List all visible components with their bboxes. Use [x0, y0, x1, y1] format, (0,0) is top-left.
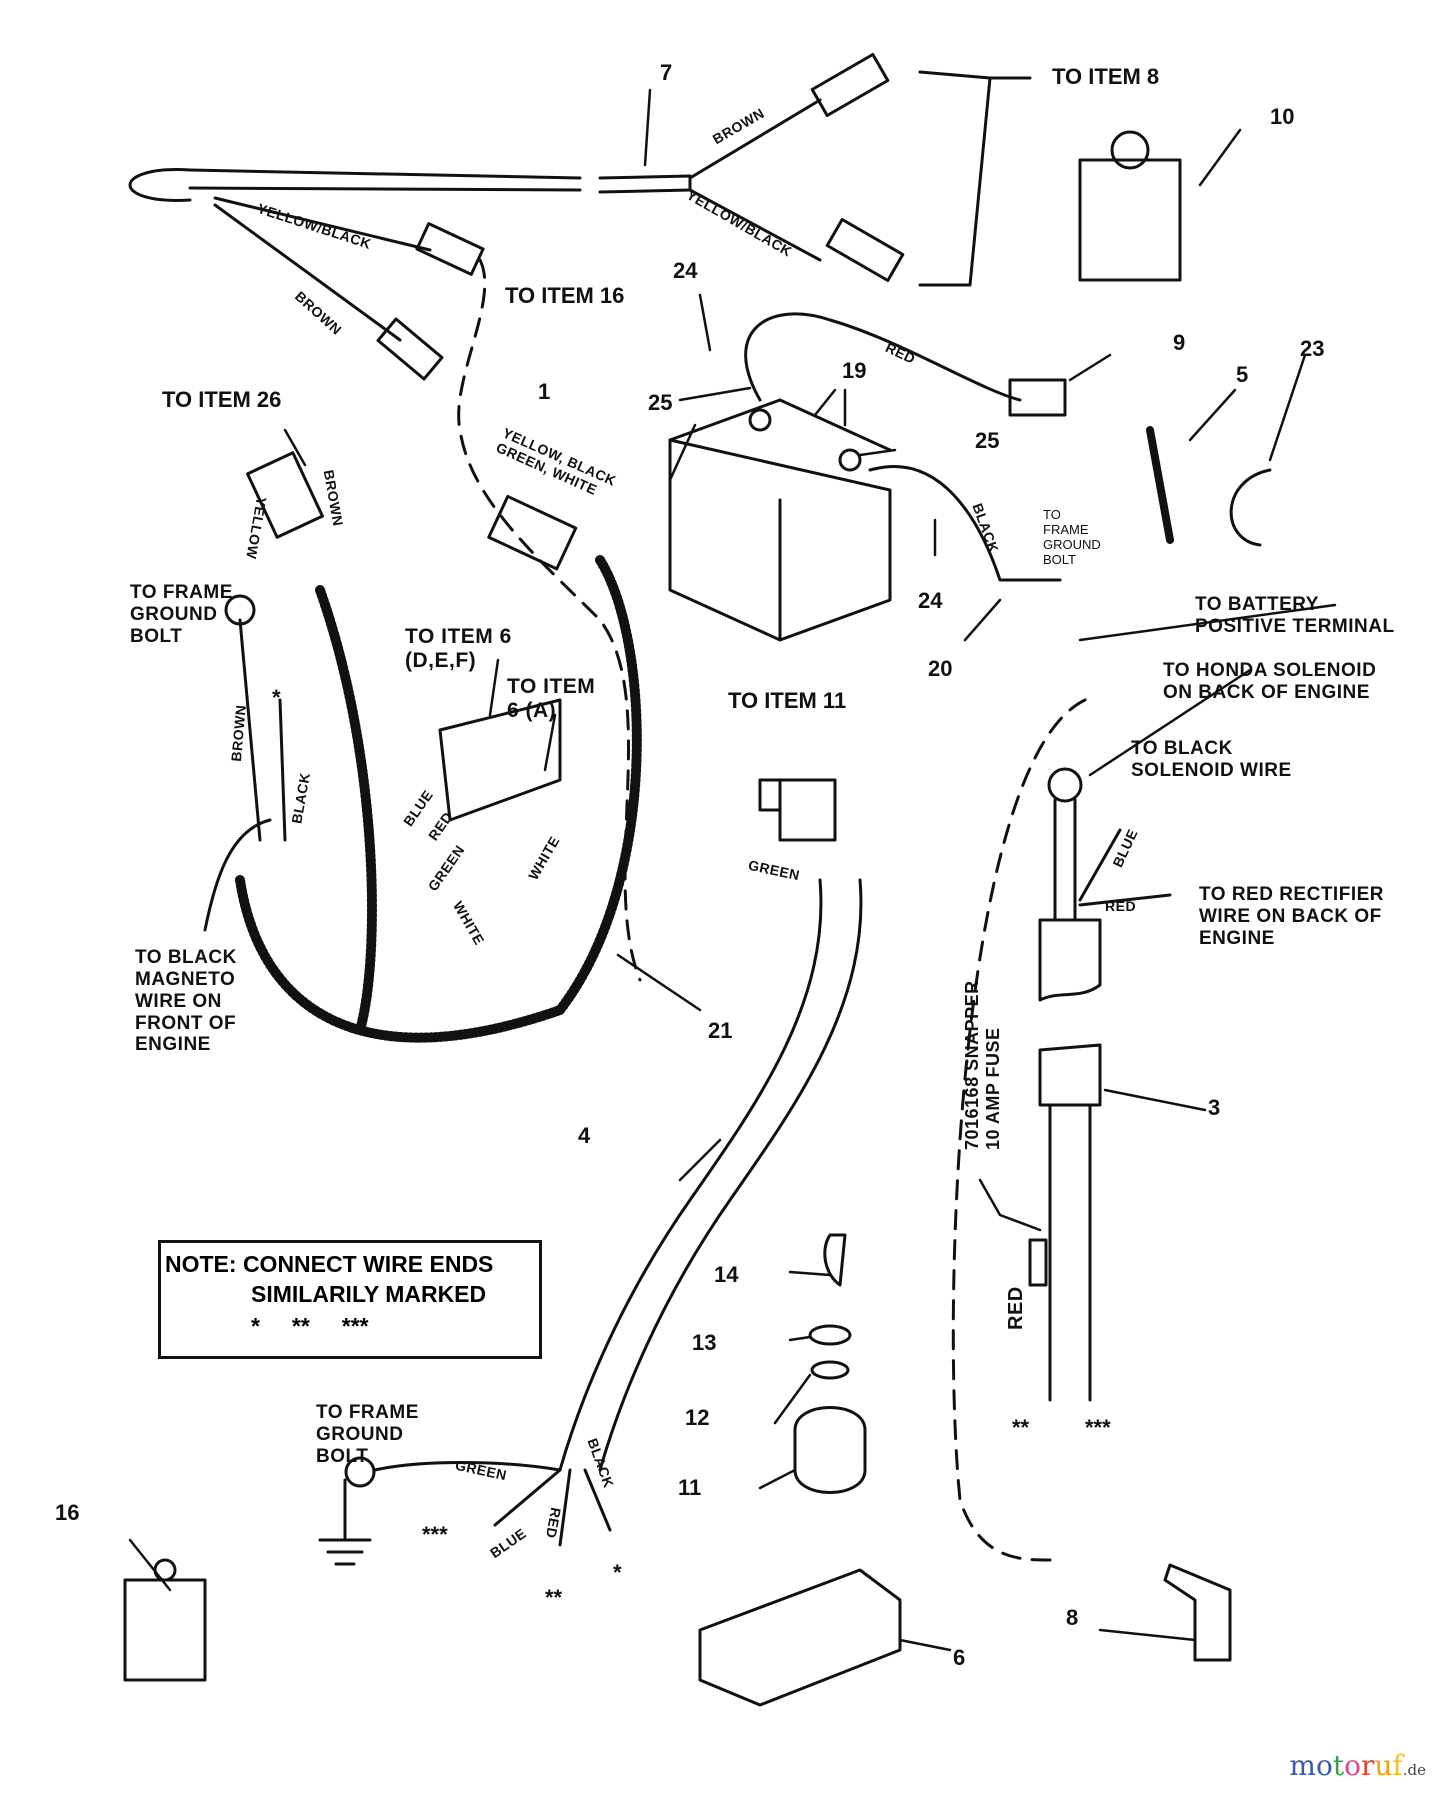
part-number-25-left: 25	[648, 390, 673, 415]
item-10-switch	[1078, 130, 1182, 282]
callout-to-battery-positive: TO BATTERY POSITIVE TERMINAL	[1195, 594, 1395, 637]
part-number-25-right: 25	[975, 428, 1000, 453]
note-line-3: * ** ***	[251, 1313, 369, 1339]
ignition-switch-stack	[793, 1233, 867, 1494]
callout-to-item-6-def: TO ITEM 6 (D,E,F)	[405, 625, 512, 673]
callout-to-frame-ground-bolt-bottom: TO FRAME GROUND BOLT	[316, 1402, 419, 1467]
part-number-24-top: 24	[673, 258, 698, 283]
marker-two-bottom: **	[545, 1585, 563, 1610]
marker-one-ground: *	[272, 685, 281, 710]
callout-to-black-magneto: TO BLACK MAGNETO WIRE ON FRONT OF ENGINE	[135, 947, 237, 1056]
part-number-24-bottom: 24	[918, 588, 943, 613]
watermark-letter: o	[1344, 1749, 1361, 1782]
harness-3	[1028, 767, 1172, 1402]
part-number-23: 23	[1300, 336, 1325, 361]
callout-to-item-11: TO ITEM 11	[728, 688, 847, 713]
item-16-relay	[123, 1558, 207, 1682]
part-number-3: 3	[1208, 1095, 1221, 1120]
part-number-13: 13	[692, 1330, 717, 1355]
ground-symbol	[318, 1478, 372, 1566]
watermark-suffix: .de	[1402, 1761, 1426, 1779]
callout-to-honda-solenoid: TO HONDA SOLENOID ON BACK OF ENGINE	[1163, 660, 1377, 703]
callout-to-item-26: TO ITEM 26	[162, 387, 282, 412]
part-number-16: 16	[55, 1500, 80, 1525]
wire-label-red-fuse: RED	[1005, 1286, 1027, 1330]
marker-three-bottom: ***	[422, 1522, 448, 1547]
harness-4	[558, 778, 863, 1472]
callout-to-item-6-a: TO ITEM 6 (A)	[507, 675, 596, 723]
part-number-1: 1	[538, 379, 551, 404]
callout-to-frame-ground-bolt-battery: TO FRAME GROUND BOLT	[1043, 507, 1101, 567]
marker-one-bottom: *	[613, 1560, 622, 1585]
part-number-14: 14	[714, 1262, 739, 1287]
watermark-letter: t	[1332, 1749, 1345, 1782]
harness-7	[128, 53, 1032, 381]
callout-to-item-8: TO ITEM 8	[1052, 64, 1160, 89]
part-number-21: 21	[708, 1018, 733, 1043]
part-number-9: 9	[1173, 330, 1186, 355]
harness-21	[235, 555, 642, 1043]
battery	[668, 398, 892, 642]
fuse-label: 7016168 SNAPPER 10 AMP FUSE	[962, 980, 1003, 1150]
item-9-boot	[1008, 378, 1067, 417]
callout-to-red-rectifier: TO RED RECTIFIER WIRE ON BACK OF ENGINE	[1199, 884, 1384, 949]
note-line-1: NOTE: CONNECT WIRE ENDS	[165, 1251, 494, 1277]
part-number-12: 12	[685, 1405, 710, 1430]
part-number-4: 4	[578, 1123, 591, 1148]
item-6-connector	[698, 1568, 902, 1707]
callout-to-frame-ground-bolt-left: TO FRAME GROUND BOLT	[130, 582, 233, 647]
watermark-letter: u	[1374, 1749, 1393, 1782]
item-8-bracket	[1163, 1563, 1232, 1662]
callout-to-item-16: TO ITEM 16	[505, 283, 625, 308]
callout-to-black-solenoid: TO BLACK SOLENOID WIRE	[1131, 738, 1292, 781]
part-number-7: 7	[660, 60, 673, 85]
marker-two-fuse: **	[1012, 1415, 1030, 1440]
watermark-letters: motoruf	[1289, 1749, 1402, 1782]
part-number-11: 11	[678, 1475, 702, 1500]
part-number-19: 19	[842, 358, 867, 383]
watermark-letter: r	[1360, 1749, 1375, 1782]
part-number-10: 10	[1270, 104, 1295, 129]
watermark-logo: motoruf.de	[1289, 1749, 1426, 1782]
marker-three-fuse: ***	[1085, 1415, 1111, 1440]
wire-label-red-rectifier: RED	[1105, 898, 1137, 914]
note-box: NOTE: CONNECT WIRE ENDS SIMILARILY MARKE…	[158, 1240, 542, 1359]
watermark-letter: m	[1289, 1749, 1316, 1782]
part-number-5: 5	[1236, 362, 1249, 387]
part-number-8: 8	[1066, 1605, 1079, 1630]
note-line-2: SIMILARILY MARKED	[251, 1281, 487, 1307]
watermark-letter: f	[1392, 1749, 1403, 1782]
arrows	[283, 428, 1337, 1232]
leader-lines	[128, 88, 1307, 1652]
part-number-6: 6	[953, 1645, 966, 1670]
watermark-letter: o	[1315, 1749, 1333, 1782]
part-number-20: 20	[928, 656, 953, 681]
